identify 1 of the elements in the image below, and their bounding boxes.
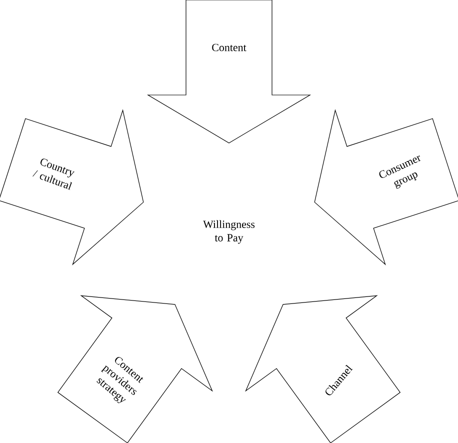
center-label: Willingness to Pay: [203, 220, 255, 244]
